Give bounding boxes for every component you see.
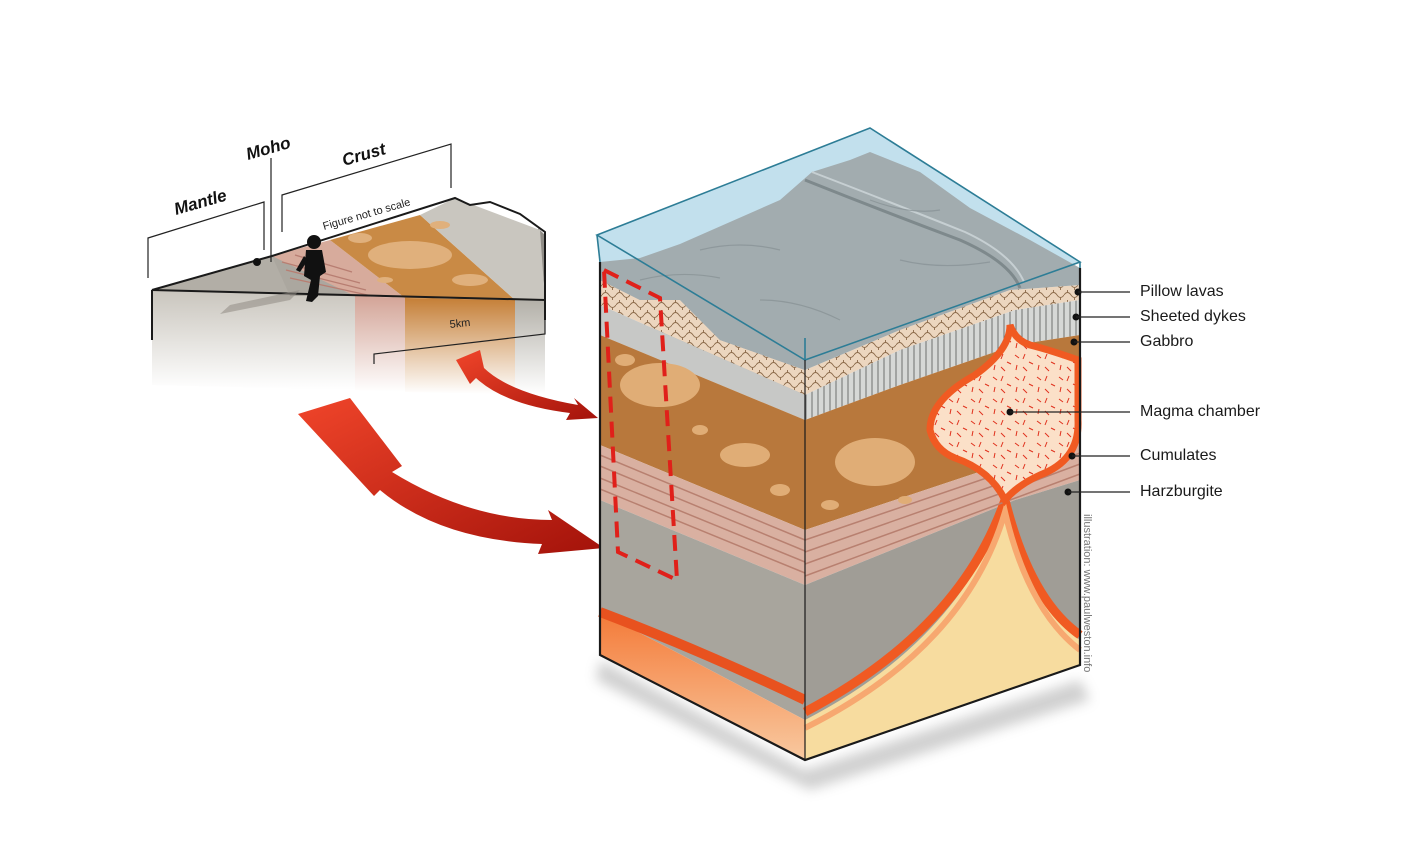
front-sheeted-dykes bbox=[600, 305, 805, 420]
slab-front-gabbro bbox=[405, 298, 515, 394]
slab-top-cumulates bbox=[272, 240, 405, 298]
walker-shadow bbox=[220, 290, 300, 314]
side-magma-conduit bbox=[805, 505, 1080, 760]
ophiolite-block bbox=[595, 127, 1090, 790]
slab-front-cumulates bbox=[355, 296, 405, 392]
front-melt-zone bbox=[600, 612, 805, 760]
label-magma-chamber: Magma chamber bbox=[1140, 403, 1261, 420]
slab-front-mantle bbox=[152, 290, 355, 390]
label-moho: Moho bbox=[244, 133, 293, 164]
side-pillow-lavas bbox=[805, 285, 1080, 395]
zoom-arrows bbox=[298, 350, 604, 554]
magma-chamber bbox=[926, 323, 1082, 507]
block-side-face bbox=[802, 285, 1083, 760]
slab-side bbox=[538, 228, 545, 300]
front-harzburgite bbox=[600, 500, 805, 720]
slab-front-right bbox=[515, 300, 545, 394]
sample-location-box bbox=[601, 266, 680, 584]
label-mantle: Mantle bbox=[172, 186, 229, 219]
walker-silhouette-icon bbox=[296, 235, 326, 302]
slab-top-right bbox=[420, 198, 545, 300]
label-gabbro: Gabbro bbox=[1140, 333, 1193, 350]
block-top bbox=[595, 127, 1082, 370]
label-harzburgite: Harzburgite bbox=[1140, 483, 1223, 500]
seafloor-surface bbox=[600, 152, 1080, 370]
slab-gabbro-blobs bbox=[348, 221, 488, 286]
label-cumulates: Cumulates bbox=[1140, 447, 1216, 464]
front-cumulates bbox=[600, 445, 805, 585]
illustration-credit: illustration: www.paulweston.info bbox=[1081, 514, 1093, 672]
layer-labels: Pillow lavas Sheeted dykes Gabbro Magma … bbox=[1006, 283, 1261, 672]
small-cross-section bbox=[151, 196, 546, 394]
block-front-face bbox=[598, 262, 808, 760]
slab-outline bbox=[151, 196, 546, 302]
label-sheeted-dykes: Sheeted dykes bbox=[1140, 308, 1246, 325]
arrow-small-icon bbox=[456, 350, 598, 420]
moho-point bbox=[253, 258, 261, 266]
front-pillow-lavas bbox=[600, 280, 805, 395]
label-scale-5km: 5km bbox=[449, 317, 471, 331]
arrow-large-icon bbox=[298, 398, 604, 554]
label-pillow-lavas: Pillow lavas bbox=[1140, 283, 1224, 300]
